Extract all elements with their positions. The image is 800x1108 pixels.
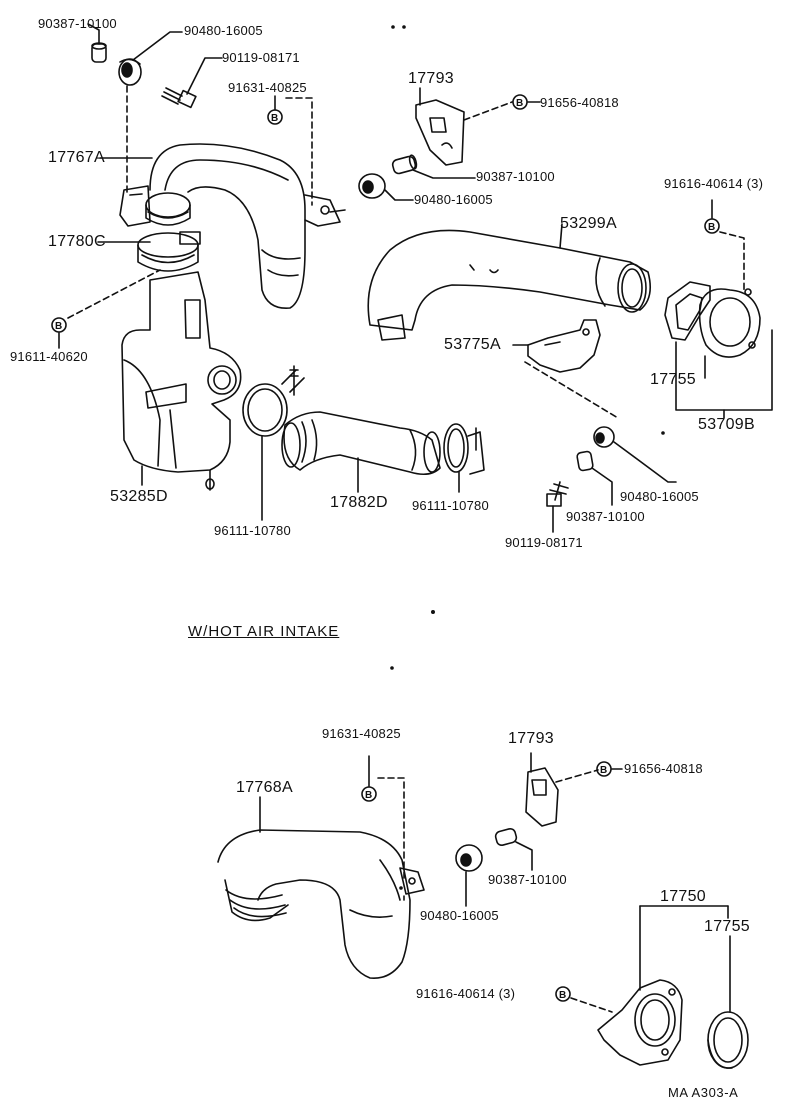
- part-label-53299A: 53299A: [560, 215, 617, 232]
- part-label-90387-top: 90387-10100: [38, 16, 117, 31]
- b-marker-91656-top: B: [516, 98, 523, 109]
- part-label-17750: 17750: [660, 888, 706, 905]
- intake-pipe-17767A-icon: [145, 143, 306, 309]
- air-cleaner-53285D-icon: [121, 271, 242, 491]
- part-label-90480-bottom: 90480-16005: [420, 908, 499, 923]
- part-label-91631-bottom: 91631-40825: [322, 726, 401, 741]
- b-marker-91611: B: [55, 321, 62, 332]
- part-label-90119-low: 90119-08171: [505, 535, 583, 550]
- bushing-90387-bottom-icon: [494, 827, 518, 847]
- part-label-17780C: 17780C: [48, 233, 106, 250]
- part-label-91616-top: 91616-40614 (3): [664, 176, 764, 191]
- part-label-17768A: 17768A: [236, 779, 293, 796]
- bracket-53775A-icon: [527, 319, 601, 373]
- bracket-17793-bottom-icon: [525, 767, 559, 827]
- hose-17882D-icon: [281, 411, 441, 476]
- bolt-90119-top-icon: [161, 87, 197, 109]
- part-label-17755-top: 17755: [650, 371, 696, 388]
- part-label-17793-top: 17793: [408, 70, 454, 87]
- seal-17755-bottom-icon: [707, 1011, 749, 1069]
- seal-17755-top-icon: [664, 281, 711, 341]
- part-label-96111-left: 96111-10780: [214, 523, 291, 538]
- part-label-90480-top: 90480-16005: [184, 23, 263, 38]
- intake-pipe-17768A-icon: [217, 829, 411, 979]
- grommet-90480-bottom-icon: [455, 844, 483, 872]
- part-label-53709B: 53709B: [698, 416, 755, 433]
- part-label-91656-bottom: 91656-40818: [624, 761, 703, 776]
- bushing-90387-mid-icon: [391, 154, 418, 175]
- hose-clamp-96111-right-icon: [443, 423, 485, 475]
- b-marker-91656-bottom: B: [600, 765, 607, 776]
- housing-17750-icon: [597, 979, 683, 1066]
- b-marker-91616-bottom: B: [559, 990, 566, 1001]
- grommet-90480-top-icon: [118, 58, 142, 86]
- part-label-53775A: 53775A: [444, 336, 501, 353]
- grommet-90480-low-icon: [593, 426, 615, 448]
- part-label-91631-top: 91631-40825: [228, 80, 307, 95]
- b-marker-91631-bottom: B: [365, 790, 372, 801]
- diagram-code: MA A303-A: [668, 1085, 739, 1100]
- part-label-90387-low: 90387-10100: [566, 509, 645, 524]
- hose-clamp-96111-left-icon: [242, 365, 305, 437]
- bushing-90387-low-icon: [576, 450, 594, 472]
- part-label-90480-low: 90480-16005: [620, 489, 699, 504]
- bushing-90387-top-icon: [91, 42, 107, 63]
- part-label-91656-top: 91656-40818: [540, 95, 619, 110]
- part-label-90119-top: 90119-08171: [222, 50, 300, 65]
- part-label-91616-bottom: 91616-40614 (3): [416, 986, 516, 1001]
- part-label-17755-bottom: 17755: [704, 918, 750, 935]
- bracket-17793-top-icon: [415, 99, 465, 166]
- part-label-17882D: 17882D: [330, 494, 388, 511]
- part-label-90387-bottom: 90387-10100: [488, 872, 567, 887]
- part-label-17793-bottom: 17793: [508, 730, 554, 747]
- b-marker-91631-top: B: [271, 113, 278, 124]
- grommet-90480-mid-icon: [358, 173, 386, 199]
- part-label-91611: 91611-40620: [10, 349, 88, 364]
- clamp-17780C-icon: [137, 231, 201, 272]
- part-label-17767A: 17767A: [48, 149, 105, 166]
- part-label-90387-mid: 90387-10100: [476, 169, 555, 184]
- part-label-96111-right: 96111-10780: [412, 498, 489, 513]
- part-label-53285D: 53285D: [110, 488, 168, 505]
- section-title: W/HOT AIR INTAKE: [188, 623, 340, 640]
- part-label-90480-mid: 90480-16005: [414, 192, 493, 207]
- bolt-90119-low-icon: [546, 481, 569, 507]
- housing-53709B-icon: [698, 288, 761, 358]
- pipe-53299A-icon: [367, 229, 651, 341]
- b-marker-91616-top: B: [708, 222, 715, 233]
